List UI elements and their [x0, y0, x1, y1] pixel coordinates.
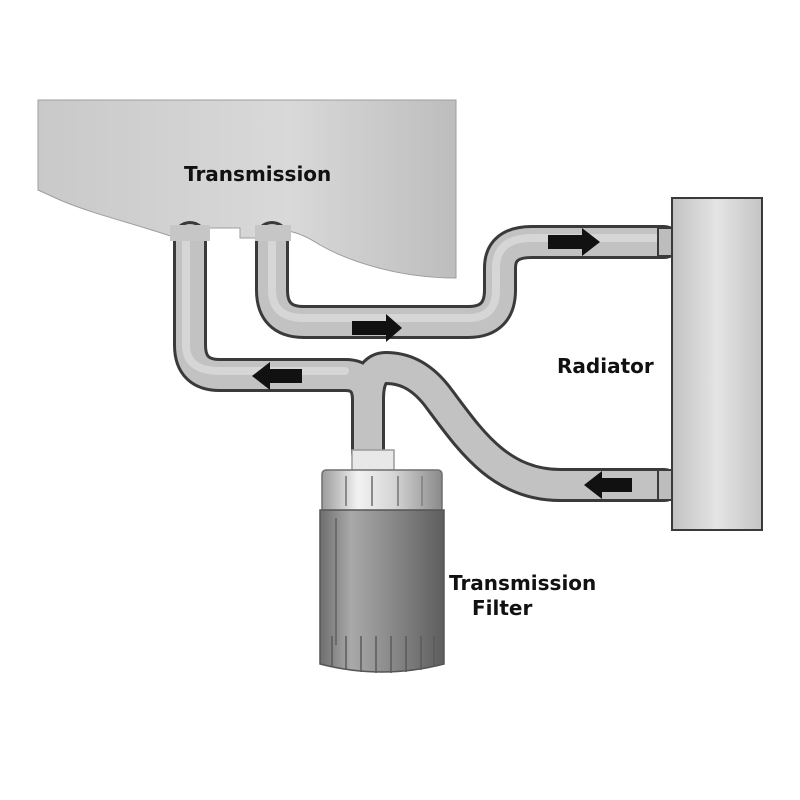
transmission-housing — [37, 99, 457, 279]
filter-label-line2: Filter — [472, 596, 532, 620]
filter-base-ribs — [331, 636, 435, 673]
transmission-filter — [319, 449, 445, 673]
transmission-label: Transmission — [184, 162, 331, 186]
arrow-to-radiator-upper-icon — [548, 228, 600, 256]
arrow-to-transmission-icon — [252, 362, 302, 390]
arrow-from-radiator-icon — [584, 471, 632, 499]
radiator — [657, 197, 763, 531]
radiator-label: Radiator — [557, 354, 654, 378]
flow-arrows — [252, 228, 632, 499]
arrow-return-lower-hose-icon — [352, 314, 402, 342]
transmission-ports — [170, 225, 291, 241]
filter-canister — [319, 509, 445, 673]
filter-label-line1: Transmission — [449, 571, 596, 595]
filter-cap — [321, 469, 443, 513]
radiator-body — [671, 197, 763, 531]
